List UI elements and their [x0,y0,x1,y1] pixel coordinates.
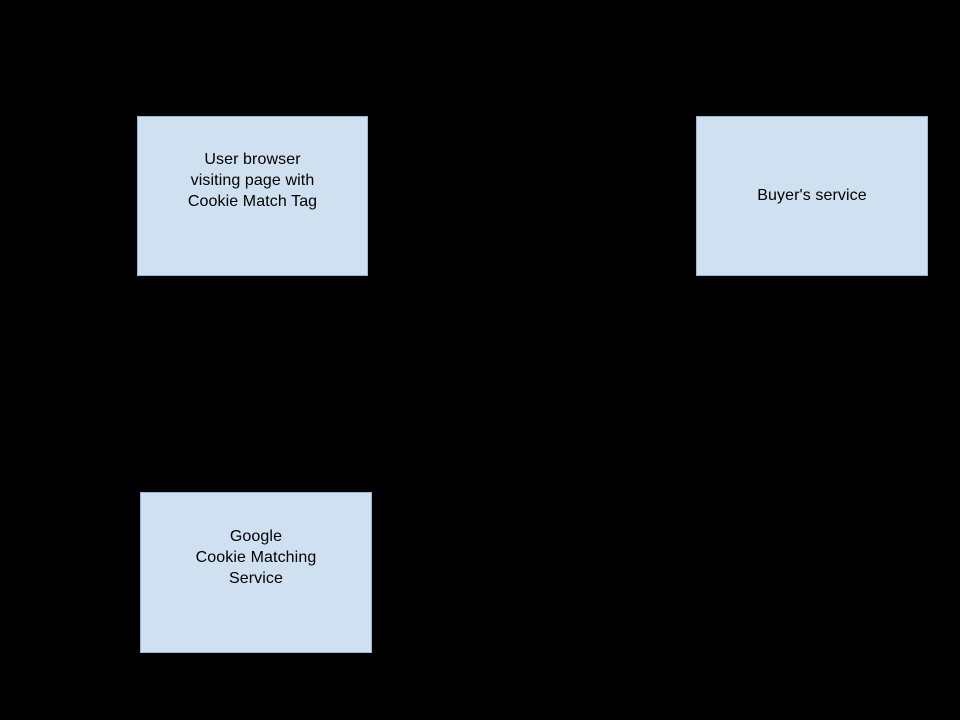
node-google-cookie-matching-service[interactable]: Google Cookie Matching Service [140,492,372,653]
node-buyers-service-label: Buyer's service [757,186,867,204]
node-buyers-service[interactable]: Buyer's service [696,116,928,276]
node-user-browser[interactable]: User browser visiting page with Cookie M… [137,116,368,276]
node-user-browser-label: User browser visiting page with Cookie M… [187,151,318,210]
node-google-cookie-matching-service-label: Google Cookie Matching Service [195,528,317,587]
